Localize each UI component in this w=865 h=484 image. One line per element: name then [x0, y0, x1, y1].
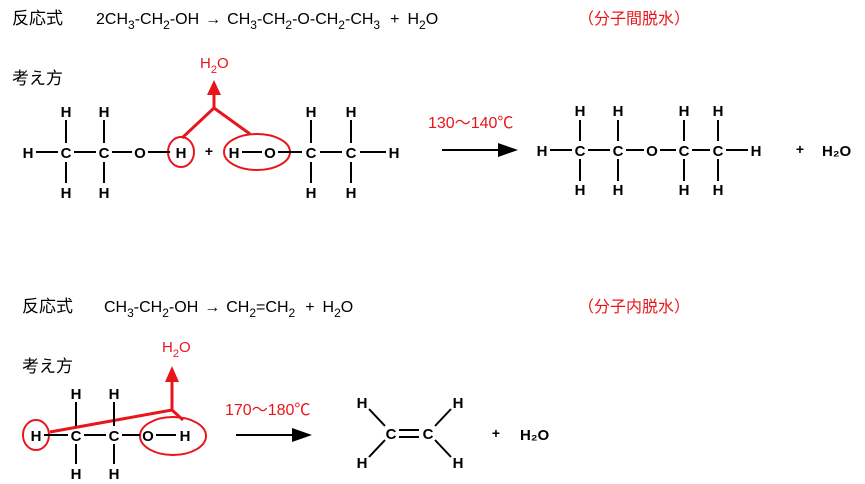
svg-text:H: H — [575, 182, 586, 199]
type-label-2: （分子内脱水） — [578, 298, 690, 316]
svg-text:C: C — [109, 428, 120, 445]
product-water-1: H₂O — [822, 143, 851, 160]
condition-2: 170～180℃ — [225, 402, 310, 419]
svg-text:O: O — [264, 145, 276, 162]
product-water-2: H₂O — [520, 427, 549, 444]
svg-text:H: H — [306, 104, 317, 121]
svg-text:H: H — [99, 185, 110, 202]
svg-text:H: H — [306, 185, 317, 202]
removed-water-2: H2O — [162, 339, 191, 360]
svg-text:H: H — [71, 386, 82, 403]
svg-text:H: H — [537, 143, 548, 160]
svg-text:H: H — [23, 145, 34, 162]
equation-2: CH3-CH2-OH→CH2=CH2+H2O — [104, 299, 353, 320]
removal-arrowhead-2 — [165, 366, 179, 382]
svg-text:C: C — [99, 145, 110, 162]
svg-text:H: H — [713, 182, 724, 199]
condition-1: 130～140℃ — [428, 115, 513, 132]
reaction-arrowhead-2 — [292, 428, 312, 442]
svg-text:H: H — [575, 103, 586, 120]
svg-text:H: H — [109, 386, 120, 403]
svg-text:H: H — [613, 103, 624, 120]
svg-text:H: H — [31, 428, 42, 445]
svg-text:H: H — [751, 143, 762, 160]
plus-1: + — [205, 143, 213, 159]
svg-text:H: H — [71, 466, 82, 483]
svg-text:H: H — [180, 428, 191, 445]
svg-text:C: C — [71, 428, 82, 445]
svg-text:C: C — [613, 143, 624, 160]
svg-text:H: H — [346, 185, 357, 202]
svg-text:O: O — [142, 428, 154, 445]
svg-text:H: H — [61, 185, 72, 202]
atoms-ethanol-b: H O C C H H H H H — [229, 104, 400, 202]
think-label-2: 考え方 — [22, 357, 73, 376]
svg-text:O: O — [646, 143, 658, 160]
svg-text:H: H — [176, 145, 187, 162]
svg-text:C: C — [423, 426, 434, 443]
svg-text:C: C — [679, 143, 690, 160]
type-label-1: （分子間脱水） — [578, 10, 690, 28]
atoms-diethyl-ether: H C C O C C H H H H H H H H H — [537, 103, 762, 199]
bonds-ethanol-b — [242, 120, 386, 183]
svg-text:H: H — [613, 182, 624, 199]
reaction-label-1: 反応式 — [12, 9, 63, 28]
svg-text:H: H — [357, 455, 368, 472]
svg-text:O: O — [134, 145, 146, 162]
atoms-ethanol-a: H C C O H H H H H — [23, 104, 187, 202]
equation-1: 2CH3-CH2-OH→CH3-CH2-O-CH2-CH3+H2O — [96, 11, 438, 32]
svg-text:H: H — [453, 455, 464, 472]
svg-text:C: C — [306, 145, 317, 162]
svg-text:C: C — [61, 145, 72, 162]
removed-water-1: H2O — [200, 55, 229, 76]
svg-text:H: H — [453, 395, 464, 412]
svg-text:H: H — [679, 182, 690, 199]
removal-arrow-1 — [180, 88, 251, 140]
bonds-ethylene — [368, 408, 452, 458]
plus-product-1: + — [796, 141, 804, 157]
reaction-label-2: 反応式 — [22, 297, 73, 316]
svg-text:H: H — [346, 104, 357, 121]
svg-text:C: C — [386, 426, 397, 443]
think-label-1: 考え方 — [12, 69, 63, 88]
plus-product-2: + — [492, 425, 500, 441]
svg-text:H: H — [713, 103, 724, 120]
section-intramolecular: 反応式 CH3-CH2-OH→CH2=CH2+H2O （分子内脱水） 考え方 H… — [22, 297, 690, 483]
reaction-arrowhead-1 — [498, 143, 518, 157]
svg-text:H: H — [61, 104, 72, 121]
svg-text:H: H — [389, 145, 400, 162]
svg-text:H: H — [357, 395, 368, 412]
svg-text:H: H — [229, 145, 240, 162]
removal-arrowhead-1 — [207, 80, 221, 95]
section-intermolecular: 反応式 2CH3-CH2-OH→CH3-CH2-O-CH2-CH3+H2O （分… — [12, 9, 851, 202]
bonds-ethanol-c — [44, 402, 176, 464]
svg-text:H: H — [99, 104, 110, 121]
svg-text:C: C — [713, 143, 724, 160]
atoms-ethanol-c: H C C O H H H H H — [31, 386, 191, 483]
svg-text:C: C — [346, 145, 357, 162]
bonds-ethanol-a — [36, 120, 170, 183]
svg-text:H: H — [109, 466, 120, 483]
atoms-ethylene: C C H H H H — [357, 395, 464, 472]
bonds-diethyl-ether — [550, 120, 748, 181]
svg-text:C: C — [575, 143, 586, 160]
svg-text:H: H — [679, 103, 690, 120]
